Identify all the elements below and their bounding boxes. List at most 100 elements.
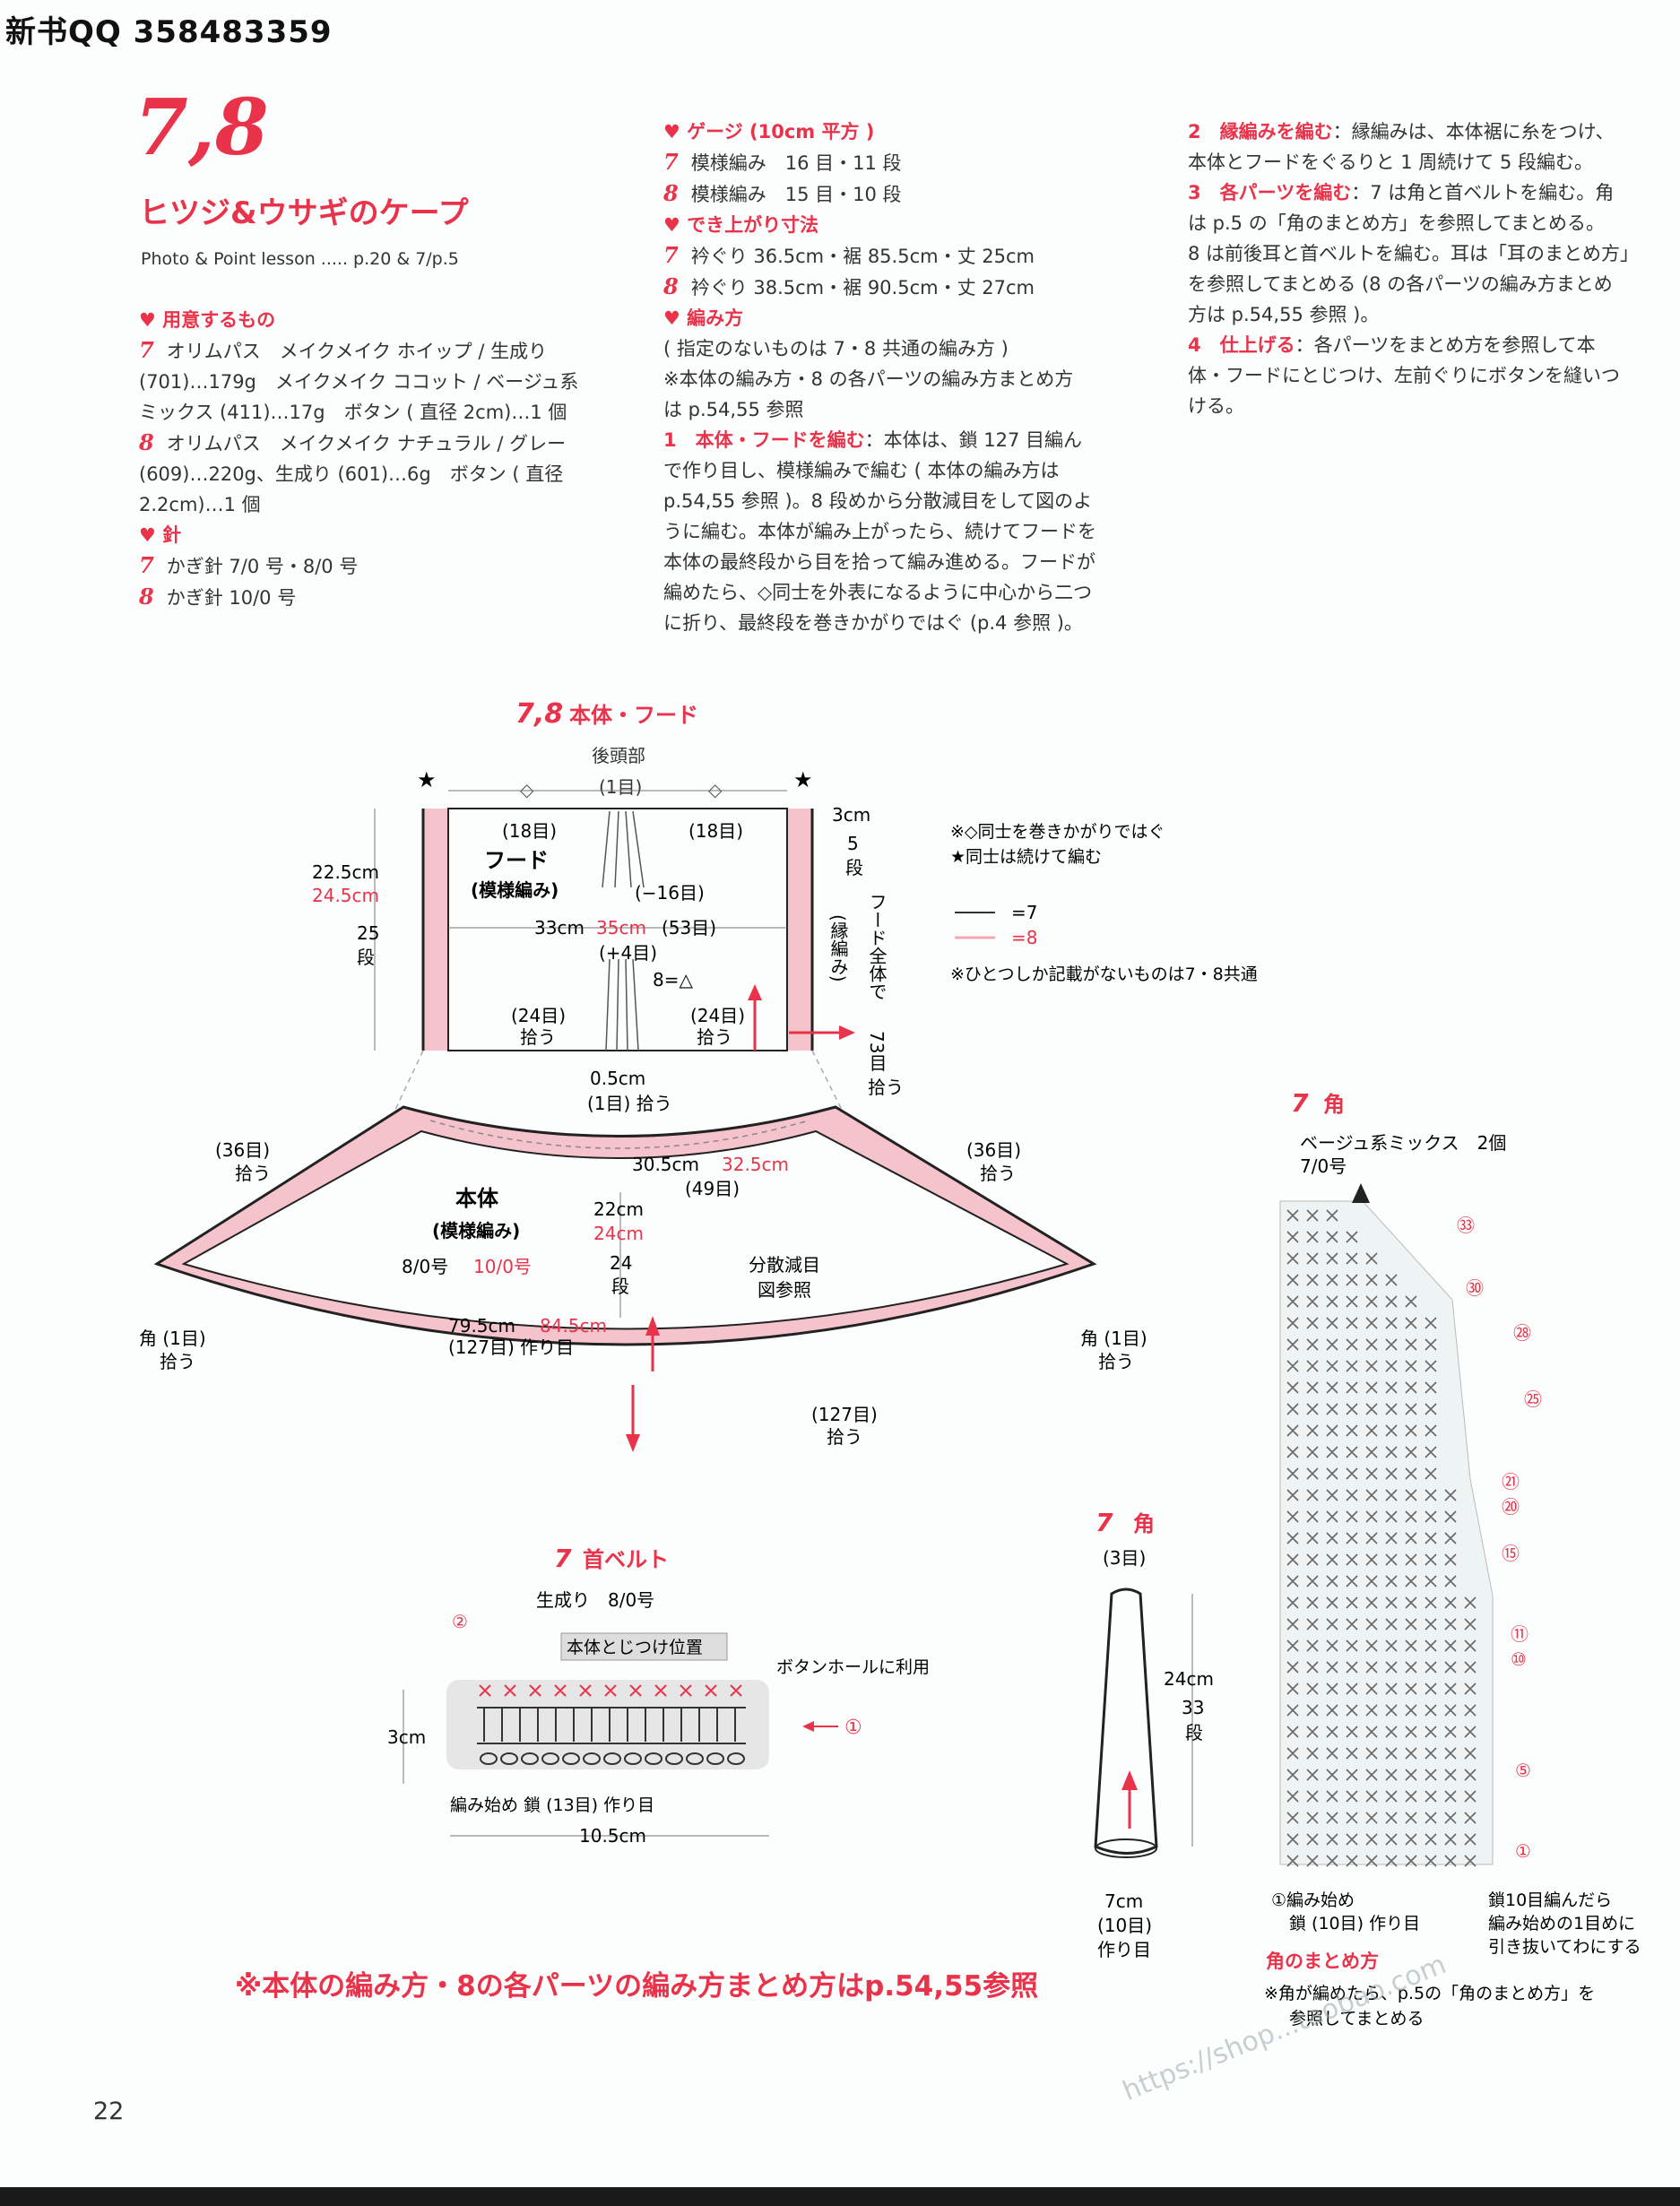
horn-small-rows: 33 — [1182, 1697, 1204, 1718]
step1: 1 本体・フードを編む：本体は、鎖 127 目編ん — [663, 429, 1083, 451]
neck-width-7: 30.5cm — [632, 1154, 699, 1175]
step3: 3 各パーツを編む：7 は角と首ベルトを編む。角 — [1188, 182, 1615, 203]
hood-width-7: 33cm — [534, 917, 585, 939]
svg-text:㉝: ㉝ — [1457, 1215, 1475, 1236]
body-inner — [181, 1129, 1069, 1330]
horn-finish-a: ※角が編めたら、p.5の「角のまとめ方」を — [1264, 1984, 1595, 2003]
horn-chart-hook: 7/0号 — [1300, 1155, 1347, 1177]
hood-total-label: フード全体で — [866, 893, 888, 1000]
hood-right-band — [787, 809, 812, 1051]
pick-label: 拾う — [868, 1077, 904, 1098]
body-height-7: 22cm — [593, 1198, 644, 1220]
pick-label: 拾う — [1098, 1351, 1134, 1372]
diamond-right: ◇ — [708, 779, 723, 800]
gap-width: 0.5cm — [590, 1068, 645, 1089]
legend-1: ※◇同士を巻きかがりではぐ — [950, 822, 1165, 842]
dan-label: 段 — [357, 947, 375, 968]
belt-row-1: ① — [844, 1717, 862, 1739]
size-heading: ♥ でき上がり寸法 — [663, 214, 819, 236]
dan-label: 段 — [611, 1276, 629, 1297]
neck-stitches: (49目) — [685, 1178, 740, 1199]
edge-label: (縁編み) — [827, 914, 849, 982]
hood-top-right-stitches: (18目) — [688, 820, 743, 842]
body-height-8: 24cm — [593, 1223, 644, 1244]
legend-7: =7 — [1011, 902, 1037, 923]
hood-top-left-stitches: (18目) — [502, 820, 557, 842]
svg-text:㉑: ㉑ — [1502, 1471, 1520, 1492]
hood-decrease-label: (−16目) — [635, 882, 705, 904]
belt-stitch-row — [477, 1707, 746, 1744]
page-number: 22 — [93, 2098, 125, 2125]
body-left-stitches: (36目) — [215, 1139, 270, 1161]
horn-small-start: 作り目 — [1097, 1939, 1151, 1960]
pattern-number: 7,8 — [134, 82, 269, 173]
pattern-title: ヒツジ&ウサギのケープ — [139, 195, 469, 231]
hood-rows: 25 — [357, 922, 379, 944]
hood-eq-label: 8=△ — [653, 969, 693, 991]
horn-note-1a: ①編み始め — [1271, 1890, 1355, 1910]
svg-text:⑳: ⑳ — [1502, 1496, 1520, 1518]
pick-label: 拾う — [235, 1163, 271, 1184]
hood-width-8: 35cm — [596, 917, 646, 939]
hem-stitches: (127目) 作り目 — [448, 1337, 574, 1358]
star-right: ★ — [793, 767, 813, 792]
method-line: ※本体の編み方・8 の各パーツの編み方まとめ方 — [663, 368, 1074, 390]
back-head-label: 後頭部 — [592, 745, 645, 766]
hood-height-7: 22.5cm — [312, 861, 379, 883]
pick-label: 拾う — [520, 1026, 556, 1048]
legend-8: =8 — [1011, 927, 1037, 948]
footer-bar — [0, 2187, 1680, 2206]
corner-right: 角 (1目) — [1080, 1328, 1147, 1349]
horn-chart-num: 7 — [1291, 1088, 1309, 1118]
legend-2: ★同士は続けて編む — [950, 847, 1102, 867]
horn-chart-row-labels: ㉝ ㉚ ㉘ ㉕ ㉑ ⑳ ⑮ ⑪ ⑩ ⑤ ① — [1457, 1215, 1542, 1862]
neck-width-8: 32.5cm — [722, 1154, 789, 1175]
belt-title: 首ベルト — [583, 1547, 669, 1572]
materials-heading: ♥ 用意するもの — [139, 309, 276, 331]
horn-finish-title: 角のまとめ方 — [1266, 1951, 1379, 1972]
dan-label: 段 — [1185, 1722, 1203, 1743]
belt-button-label: ボタンホールに利用 — [776, 1657, 930, 1677]
legend-5: ※ひとつしか記載がないものは7・8共通 — [950, 965, 1258, 984]
gauge-heading: ♥ ゲージ (10cm 平方 ) — [663, 121, 875, 143]
lesson-reference: Photo & Point lesson ..... p.20 & 7/p.5 — [141, 249, 459, 269]
belt-attach-label: 本体とじつけ位置 — [567, 1638, 703, 1657]
hem-width-8: 84.5cm — [540, 1315, 607, 1337]
method-heading: ♥ 編み方 — [663, 307, 744, 329]
pick-label: 拾う — [827, 1426, 862, 1448]
body-label: 本体 — [455, 1186, 499, 1211]
ref-label: 図参照 — [758, 1279, 811, 1301]
pick-label: 拾う — [160, 1351, 195, 1372]
svg-text:⑮: ⑮ — [1502, 1543, 1520, 1564]
svg-text:㉘: ㉘ — [1513, 1322, 1531, 1344]
horn-small-width: 7cm — [1104, 1890, 1143, 1912]
materials-line: (609)…220g、生成り (601)…6g ボタン ( 直径 — [139, 463, 564, 485]
horn-small-outline — [1094, 1587, 1158, 1855]
belt-num: 7 — [554, 1544, 572, 1573]
pick-label: 拾う — [697, 1026, 732, 1048]
bottom-reference-note: ※本体の編み方・8の各パーツの編み方まとめ方はp.54,55参照 — [235, 1970, 1039, 2003]
decrease-label: 分散減目 — [749, 1254, 820, 1276]
horn-note-2b: 編み始めの1目めに — [1488, 1914, 1635, 1933]
hood-rect — [447, 808, 788, 1051]
belt-cross-row — [479, 1684, 742, 1697]
svg-text:㉚: ㉚ — [1466, 1277, 1484, 1299]
hood-increase-label: (+4目) — [599, 942, 657, 964]
edge-rows: 5 — [847, 833, 859, 854]
svg-text:①: ① — [1515, 1840, 1531, 1862]
hood-stitches: (53目) — [662, 917, 716, 939]
svg-text:⑪: ⑪ — [1511, 1623, 1528, 1645]
hood-bottom-right-stitches: (24目) — [690, 1005, 745, 1026]
horn-note-2c: 引き抜いてわにする — [1488, 1937, 1641, 1957]
horn-chart-crosses — [1286, 1209, 1476, 1867]
main-diagram-title: 本体・フード — [569, 703, 698, 728]
